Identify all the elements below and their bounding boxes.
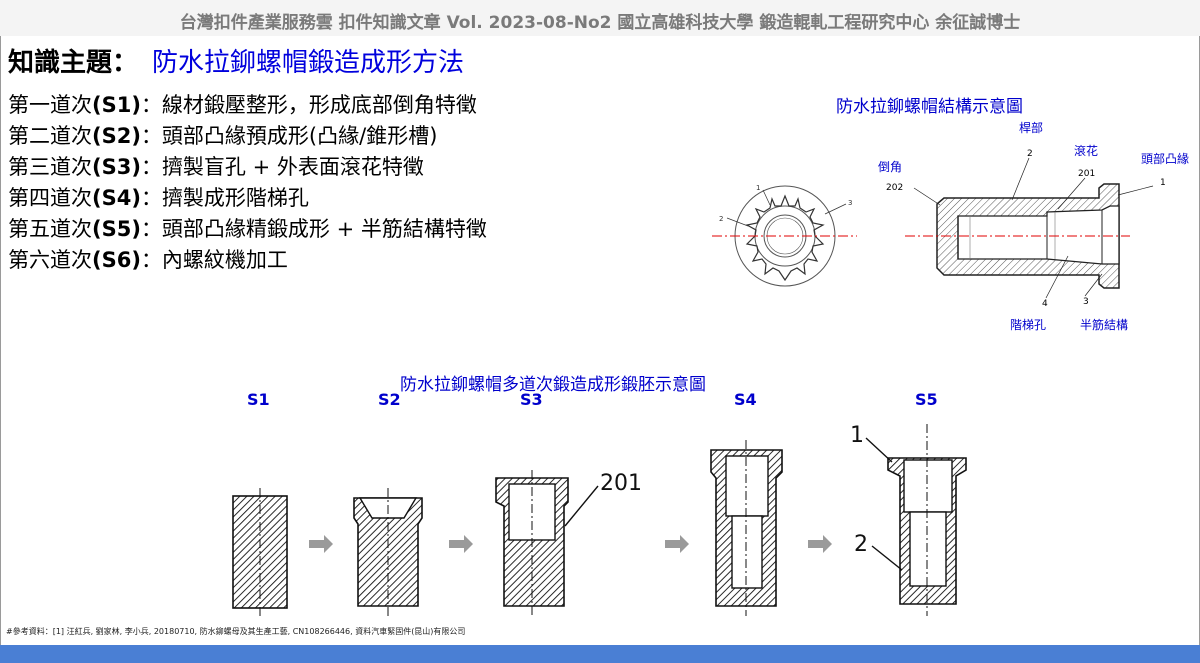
end-view-label: 2 [719,215,723,223]
step-prefix: 第五道次 [8,217,92,241]
step-item: 第三道次(S3)：擠製盲孔 + 外表面滾花特徵 [8,152,487,183]
stage-label: S2 [378,390,401,409]
step-desc: ：頭部凸緣預成形(凸緣/錐形槽) [140,124,438,148]
reference-text: #參考資料：[1] 汪紅兵, 劉家林, 李小兵, 20180710, 防水鉚螺母… [6,627,466,636]
topic-title: 防水拉鉚螺帽鍛造成形方法 [152,48,465,78]
step-code: (S4) [92,186,141,210]
structure-figure-title: 防水拉鉚螺帽結構示意圖 [836,97,1023,117]
stage-label: S1 [247,390,270,409]
step-item: 第一道次(S1)：線材鍛壓整形，形成底部倒角特徵 [8,90,487,121]
stage-label: S3 [520,390,543,409]
stage-label: S4 [734,390,757,409]
step-desc: ：內螺紋機加工 [140,248,288,272]
step-item: 第六道次(S6)：內螺紋機加工 [8,245,487,276]
bottom-bar [0,645,1200,663]
step-code: (S5) [92,217,141,241]
section-view-drawing: 202 2 201 1 4 3 [886,149,1166,309]
stage-label: S5 [915,390,938,409]
step-code: (S6) [92,248,141,272]
chamfer-label: 倒角 [878,160,903,174]
s3-knurl-label: 201 [600,471,642,496]
half-rib-label: 半筋結構 [1080,318,1129,332]
section-num: 202 [886,183,903,193]
step-desc: ：線材鍛壓整形，形成底部倒角特徵 [140,93,477,117]
arrow-right-icon [449,535,473,553]
stage-s3-drawing [495,470,599,616]
step-prefix: 第三道次 [8,155,92,179]
step-item: 第四道次(S4)：擠製成形階梯孔 [8,183,487,214]
arrow-right-icon [808,535,832,553]
rod-label: 桿部 [1019,121,1044,135]
header-bar: 台灣扣件產業服務雲 扣件知識文章 Vol. 2023-08-No2 國立高雄科技… [0,0,1200,36]
step-desc: ：擠製成形階梯孔 [140,186,309,210]
section-num: 1 [1160,178,1166,188]
step-prefix: 第二道次 [8,124,92,148]
end-view-drawing: 1 2 3 [712,184,857,287]
step-code: (S3) [92,155,141,179]
stage-s2-drawing [353,488,423,616]
forging-figure-title: 防水拉鉚螺帽多道次鍛造成形鍛胚示意圖 [400,375,706,395]
step-list: 第一道次(S1)：線材鍛壓整形，形成底部倒角特徵 第二道次(S2)：頭部凸緣預成… [8,90,487,276]
step-hole-label: 階梯孔 [1010,318,1047,332]
arrow-right-icon [665,535,689,553]
topic-line: 知識主題： 防水拉鉚螺帽鍛造成形方法 [8,42,464,79]
s5-flange-label: 1 [850,423,864,448]
stage-arrows [309,535,832,553]
knurl-label: 滾花 [1074,144,1099,158]
step-item: 第二道次(S2)：頭部凸緣預成形(凸緣/錐形槽) [8,121,487,152]
step-prefix: 第六道次 [8,248,92,272]
step-code: (S1) [92,93,141,117]
header-text: 台灣扣件產業服務雲 扣件知識文章 Vol. 2023-08-No2 國立高雄科技… [179,13,1021,33]
step-item: 第五道次(S5)：頭部凸緣精鍛成形 + 半筋結構特徵 [8,214,487,245]
step-desc: ：擠製盲孔 + 外表面滾花特徵 [140,155,424,179]
flange-label: 頭部凸緣 [1141,152,1190,166]
end-view-label: 3 [848,199,852,207]
step-prefix: 第一道次 [8,93,92,117]
stage-s5-drawing [865,424,967,616]
step-prefix: 第四道次 [8,186,92,210]
section-num: 4 [1042,299,1048,309]
section-num: 201 [1078,169,1095,179]
s5-rod-label: 2 [854,532,868,557]
stage-s1-drawing [232,488,288,616]
step-desc: ：頭部凸緣精鍛成形 + 半筋結構特徵 [140,217,487,241]
end-view-label: 1 [756,184,760,192]
section-num: 3 [1083,297,1089,307]
stage-s4-drawing [710,440,783,616]
topic-label: 知識主題： [8,48,139,78]
arrow-right-icon [309,535,333,553]
section-num: 2 [1027,149,1033,159]
step-code: (S2) [92,124,141,148]
